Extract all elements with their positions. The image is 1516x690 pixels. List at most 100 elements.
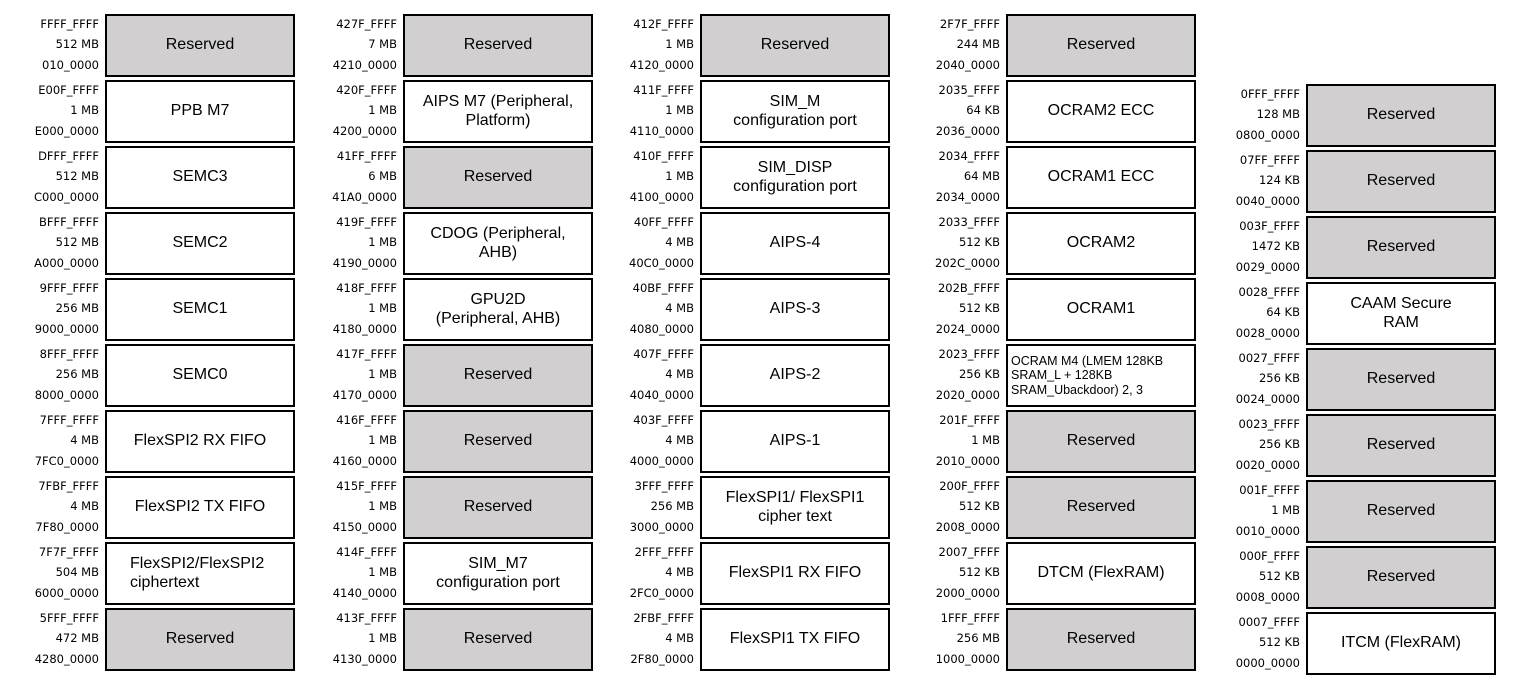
address-labels: 0023_FFFF 256 KB 0020_0000 — [1208, 414, 1306, 477]
end-address: 7FBF_FFFF — [38, 479, 99, 493]
start-address: 3000_0000 — [629, 519, 694, 534]
region-size: 4 MB — [665, 631, 694, 646]
start-address: 7F80_0000 — [35, 519, 99, 534]
region-box: SIM_DISP configuration port — [700, 146, 890, 209]
memory-block: 1FFF_FFFF 256 MB 1000_0000 Reserved — [908, 608, 1196, 671]
memory-block: 40FF_FFFF 4 MB 40C0_0000 AIPS-4 — [602, 212, 890, 275]
start-address: 4130_0000 — [332, 651, 397, 666]
memory-block: 7FBF_FFFF 4 MB 7F80_0000 FlexSPI2 TX FIF… — [7, 476, 295, 539]
address-labels: E00F_FFFF 1 MB E000_0000 — [7, 80, 105, 143]
region-size: 1 MB — [665, 169, 694, 184]
end-address: 0028_FFFF — [1238, 285, 1300, 299]
memory-block: 0023_FFFF 256 KB 0020_0000 Reserved — [1208, 414, 1496, 477]
start-address: 2000_0000 — [935, 585, 1000, 600]
region-size: 512 MB — [55, 169, 99, 184]
address-labels: 427F_FFFF 7 MB 4210_0000 — [305, 14, 403, 77]
memory-block: 0FFF_FFFF 128 MB 0800_0000 Reserved — [1208, 84, 1496, 147]
address-labels: 415F_FFFF 1 MB 4150_0000 — [305, 476, 403, 539]
end-address: 202B_FFFF — [937, 281, 1000, 295]
region-box: OCRAM2 ECC — [1006, 80, 1196, 143]
memory-block: 410F_FFFF 1 MB 4100_0000 SIM_DISP config… — [602, 146, 890, 209]
memory-block: 411F_FFFF 1 MB 4110_0000 SIM_M configura… — [602, 80, 890, 143]
region-box: Reserved — [1306, 414, 1496, 477]
memory-block: 414F_FFFF 1 MB 4140_0000 SIM_M7 configur… — [305, 542, 593, 605]
end-address: 413F_FFFF — [336, 611, 397, 625]
region-name: FlexSPI1 TX FIFO — [729, 630, 861, 648]
region-size: 512 MB — [55, 37, 99, 52]
end-address: 2033_FFFF — [938, 215, 1000, 229]
region-name: Reserved — [463, 36, 533, 54]
region-name: AIPS-3 — [769, 300, 821, 318]
region-box: SEMC2 — [105, 212, 295, 275]
region-name: Reserved — [1366, 238, 1436, 256]
memory-block: 3FFF_FFFF 256 MB 3000_0000 FlexSPI1/ Fle… — [602, 476, 890, 539]
region-name: CAAM Secure RAM — [1350, 294, 1452, 331]
region-box: SIM_M7 configuration port — [403, 542, 593, 605]
region-name: FlexSPI1 RX FIFO — [728, 564, 862, 582]
region-size: 256 KB — [1258, 437, 1300, 452]
region-box: Reserved — [1306, 84, 1496, 147]
memory-map-column-2: 427F_FFFF 7 MB 4210_0000 Reserved 420F_F… — [305, 14, 593, 674]
memory-block: 2F7F_FFFF 244 MB 2040_0000 Reserved — [908, 14, 1196, 77]
region-box: AIPS-3 — [700, 278, 890, 341]
memory-block: 407F_FFFF 4 MB 4040_0000 AIPS-2 — [602, 344, 890, 407]
region-size: 1 MB — [368, 367, 397, 382]
address-labels: 403F_FFFF 4 MB 4000_0000 — [602, 410, 700, 473]
address-labels: 201F_FFFF 1 MB 2010_0000 — [908, 410, 1006, 473]
region-box: OCRAM M4 (LMEM 128KB SRAM_L + 128KB SRAM… — [1006, 344, 1196, 407]
region-name: SEMC3 — [172, 168, 228, 186]
region-box: AIPS-1 — [700, 410, 890, 473]
address-labels: 412F_FFFF 1 MB 4120_0000 — [602, 14, 700, 77]
region-size: 64 MB — [963, 169, 1000, 184]
start-address: 2024_0000 — [935, 321, 1000, 336]
region-size: 124 KB — [1258, 173, 1300, 188]
region-name: AIPS-4 — [769, 234, 821, 252]
start-address: 4160_0000 — [332, 453, 397, 468]
start-address: 4180_0000 — [332, 321, 397, 336]
region-box: FlexSPI1 TX FIFO — [700, 608, 890, 671]
region-size: 1 MB — [368, 631, 397, 646]
memory-block: 2033_FFFF 512 KB 202C_0000 OCRAM2 — [908, 212, 1196, 275]
address-labels: 0027_FFFF 256 KB 0024_0000 — [1208, 348, 1306, 411]
end-address: 07FF_FFFF — [1239, 153, 1300, 167]
region-box: SEMC1 — [105, 278, 295, 341]
memory-block: 7FFF_FFFF 4 MB 7FC0_0000 FlexSPI2 RX FIF… — [7, 410, 295, 473]
region-size: 512 KB — [1258, 569, 1300, 584]
memory-block: 418F_FFFF 1 MB 4180_0000 GPU2D (Peripher… — [305, 278, 593, 341]
address-labels: 2034_FFFF 64 MB 2034_0000 — [908, 146, 1006, 209]
region-name: SEMC1 — [172, 300, 228, 318]
address-labels: 2FBF_FFFF 4 MB 2F80_0000 — [602, 608, 700, 671]
end-address: 2035_FFFF — [938, 83, 1000, 97]
end-address: 420F_FFFF — [336, 83, 397, 97]
region-size: 1472 KB — [1251, 239, 1300, 254]
region-box: Reserved — [1306, 348, 1496, 411]
end-address: 3FFF_FFFF — [634, 479, 694, 493]
address-labels: BFFF_FFFF 512 MB A000_0000 — [7, 212, 105, 275]
start-address: 2036_0000 — [935, 123, 1000, 138]
start-address: 4080_0000 — [629, 321, 694, 336]
end-address: 1FFF_FFFF — [940, 611, 1000, 625]
region-size: 504 MB — [55, 565, 99, 580]
address-labels: 003F_FFFF 1472 KB 0029_0000 — [1208, 216, 1306, 279]
start-address: 0029_0000 — [1235, 259, 1300, 274]
region-size: 512 KB — [958, 301, 1000, 316]
region-box: AIPS M7 (Peripheral, Platform) — [403, 80, 593, 143]
memory-block: 000F_FFFF 512 KB 0008_0000 Reserved — [1208, 546, 1496, 609]
region-box: Reserved — [403, 14, 593, 77]
address-labels: 0007_FFFF 512 KB 0000_0000 — [1208, 612, 1306, 675]
address-labels: 5FFF_FFFF 472 MB 4280_0000 — [7, 608, 105, 671]
start-address: 0008_0000 — [1235, 589, 1300, 604]
region-box: ITCM (FlexRAM) — [1306, 612, 1496, 675]
region-name: Reserved — [1066, 498, 1136, 516]
region-box: AIPS-2 — [700, 344, 890, 407]
start-address: 4140_0000 — [332, 585, 397, 600]
region-name: Reserved — [1366, 568, 1436, 586]
region-box: SIM_M configuration port — [700, 80, 890, 143]
end-address: 2F7F_FFFF — [939, 17, 1000, 31]
region-size: 256 MB — [650, 499, 694, 514]
memory-block: BFFF_FFFF 512 MB A000_0000 SEMC2 — [7, 212, 295, 275]
start-address: 4190_0000 — [332, 255, 397, 270]
region-size: 4 MB — [70, 499, 99, 514]
address-labels: 40BF_FFFF 4 MB 4080_0000 — [602, 278, 700, 341]
region-box: OCRAM1 — [1006, 278, 1196, 341]
